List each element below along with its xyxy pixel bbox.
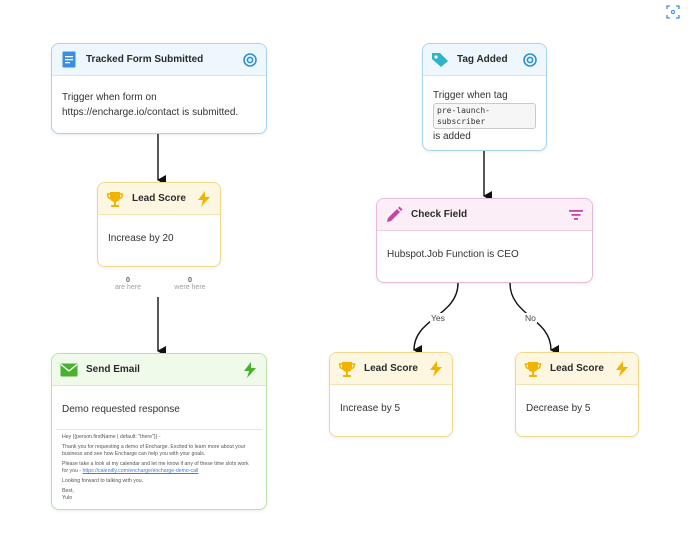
node-header: Send Email: [52, 354, 266, 386]
node-title: Tracked Form Submitted: [86, 54, 204, 65]
stat-label: were here: [174, 284, 206, 291]
trophy-icon: [338, 360, 356, 378]
node-body: Decrease by 5: [526, 403, 591, 414]
lightning-bolt-icon: [196, 190, 212, 207]
node-stats: 0 are here 0 were here: [97, 275, 221, 291]
node-title: Send Email: [86, 364, 140, 375]
target-icon[interactable]: [522, 52, 538, 68]
email-calendar-link[interactable]: https://calendly.com/encharge/encharge-d…: [82, 468, 199, 474]
email-greeting: Hey {{person.firstName | default: "there…: [62, 434, 161, 440]
email-paragraph: Thank you for requesting a demo of Encha…: [62, 444, 246, 457]
envelope-icon: [60, 361, 78, 379]
node-lead-score-increase-5[interactable]: Lead Score Increase by 5: [329, 352, 453, 437]
tag-pill: pre-launch-subscriber: [433, 103, 536, 129]
node-lead-score-increase-20[interactable]: Lead Score Increase by 20: [97, 182, 221, 267]
node-body: Demo requested response: [62, 404, 180, 415]
stat-were-here: 0 were here: [159, 275, 221, 291]
node-lead-score-decrease-5[interactable]: Lead Score Decrease by 5: [515, 352, 639, 437]
edge-label-no: No: [524, 313, 537, 323]
form-document-icon: [60, 51, 78, 69]
node-tag-added[interactable]: Tag Added Trigger when tag pre-launch-su…: [422, 43, 547, 151]
email-preview: Hey {{person.firstName | default: "there…: [56, 429, 262, 506]
email-signoff: Best,: [62, 488, 74, 494]
fullscreen-icon[interactable]: [665, 4, 681, 20]
lightning-bolt-icon: [428, 360, 444, 377]
node-header: Lead Score: [98, 183, 220, 215]
node-title: Check Field: [411, 209, 468, 220]
lightning-bolt-icon: [614, 360, 630, 377]
node-header: Lead Score: [330, 353, 452, 385]
lightning-bolt-icon: [242, 361, 258, 378]
node-send-email[interactable]: Send Email Demo requested response Hey {…: [51, 353, 267, 510]
node-title: Lead Score: [132, 193, 186, 204]
node-body: Trigger when form on https://encharge.io…: [52, 76, 266, 130]
node-header: Tracked Form Submitted: [52, 44, 266, 76]
node-header: Check Field: [377, 199, 592, 231]
node-description-suffix: is added: [433, 131, 471, 142]
node-header: Lead Score: [516, 353, 638, 385]
stat-are-here: 0 are here: [97, 275, 159, 291]
filter-icon: [568, 207, 584, 223]
node-check-field[interactable]: Check Field Hubspot.Job Function is CEO: [376, 198, 593, 283]
node-body: Increase by 20: [108, 233, 174, 244]
email-text: Please take a look at my calendar and le…: [62, 461, 249, 474]
stat-value: 0: [125, 275, 131, 284]
node-header: Tag Added: [423, 44, 546, 76]
edge-label-yes: Yes: [430, 313, 446, 323]
node-tracked-form-submitted[interactable]: Tracked Form Submitted Trigger when form…: [51, 43, 267, 134]
pencil-icon: [385, 206, 403, 224]
node-body: Trigger when tag pre-launch-subscriber i…: [423, 76, 546, 150]
node-title: Lead Score: [364, 363, 418, 374]
email-paragraph: Please take a look at my calendar and le…: [62, 461, 256, 475]
stat-value: 0: [187, 275, 193, 284]
node-description-prefix: Trigger when tag: [433, 90, 508, 101]
node-body: Increase by 5: [340, 403, 401, 414]
node-body: Hubspot.Job Function is CEO: [387, 249, 519, 260]
tag-icon: [431, 51, 449, 69]
trophy-icon: [524, 360, 542, 378]
node-title: Tag Added: [457, 54, 508, 65]
node-description-line1: Trigger when form on: [62, 92, 157, 103]
trophy-icon: [106, 190, 124, 208]
email-signature-name: Yulo: [62, 495, 73, 501]
stat-label: are here: [114, 284, 142, 291]
target-icon[interactable]: [242, 52, 258, 68]
node-title: Lead Score: [550, 363, 604, 374]
email-paragraph: Looking forward to talking with you.: [62, 478, 144, 484]
node-description-line2: https://encharge.io/contact is submitted…: [62, 107, 239, 118]
